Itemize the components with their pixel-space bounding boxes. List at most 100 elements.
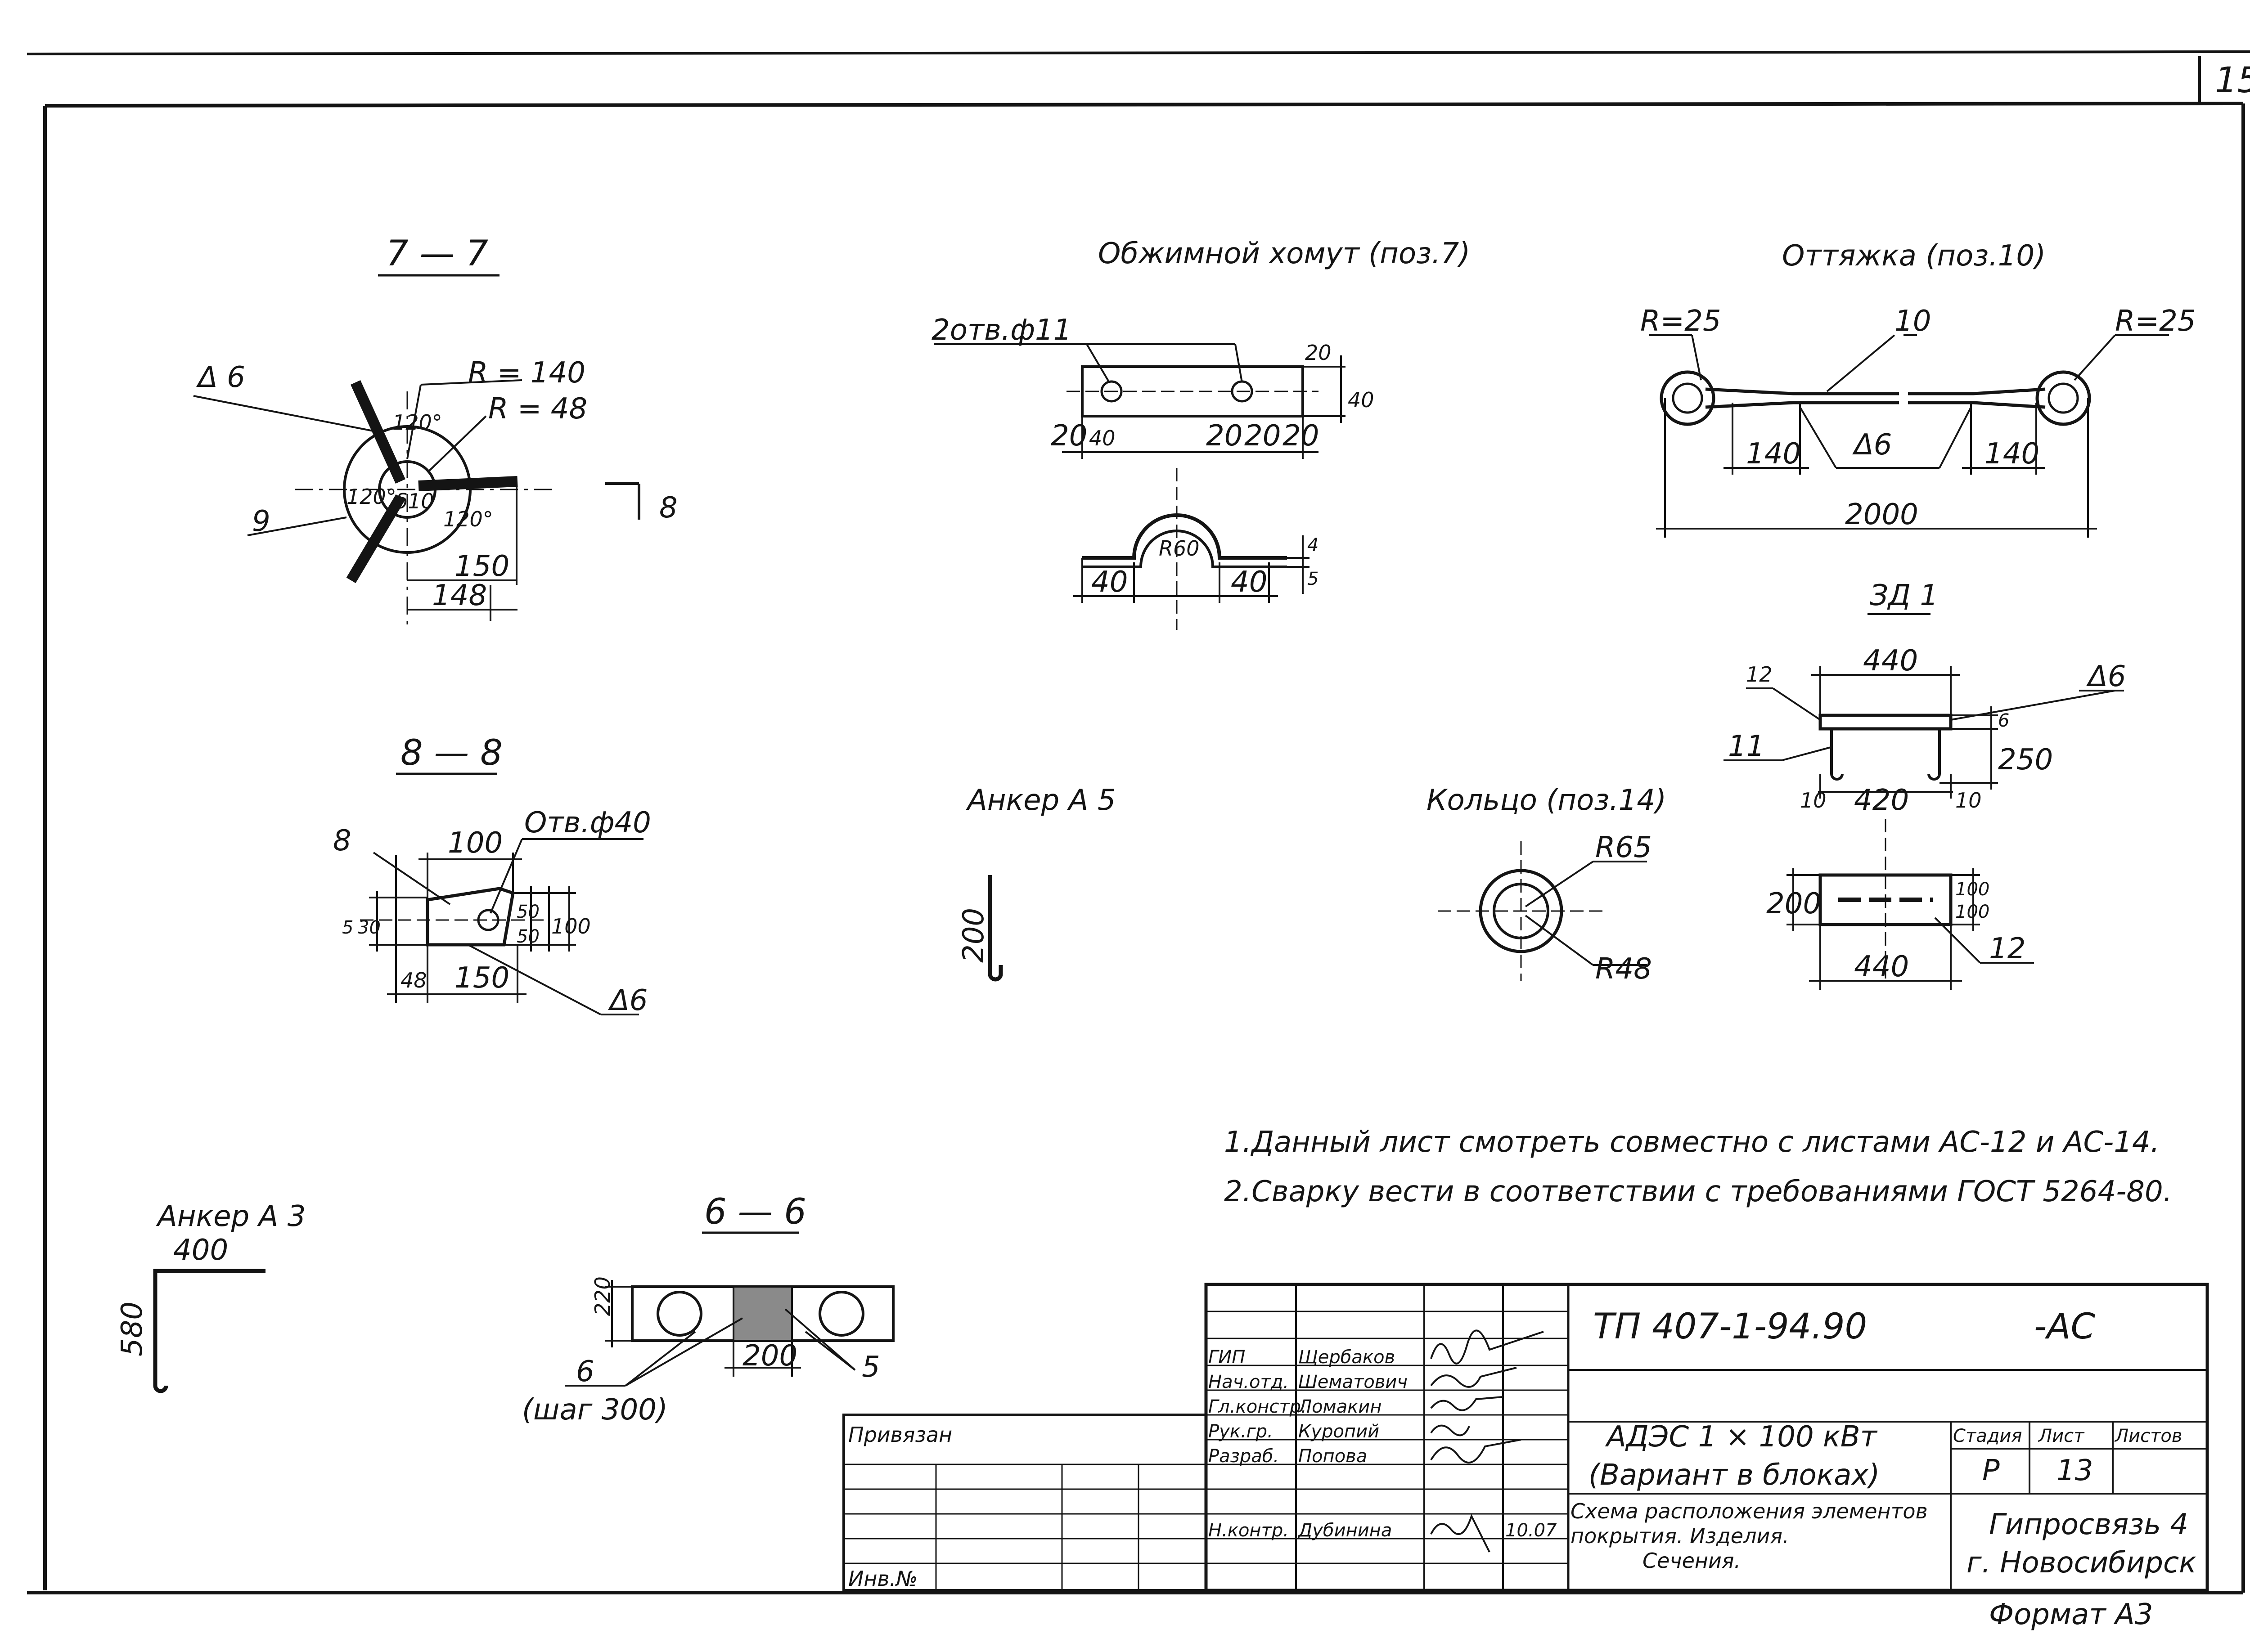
s88-dim-150: 150: [454, 961, 509, 995]
s66-position-5-label: 5: [862, 1351, 880, 1384]
general-notes: 1.Данный лист смотреть совместно с листа…: [1224, 1126, 2172, 1208]
title-block-inventory-label: Инв.№: [848, 1567, 918, 1591]
s77-thickness-label: Δ 6: [196, 361, 245, 394]
ring-radius-65: R65: [1595, 831, 1652, 864]
anchor-a3-view: Анкер А 3 400 580: [116, 1200, 306, 1393]
s77-angle-label-left: 120°: [346, 485, 396, 509]
title-block: ТП 407-1-94.90 -АС Привязан Инв.№ ГИП Ще…: [842, 1283, 2209, 1592]
s77-wall-label: δ10: [395, 489, 434, 513]
signer-role-5: Разраб.: [1208, 1446, 1279, 1467]
clamp-dim-20-top: 20: [1305, 341, 1332, 365]
zd1-dim-250: 250: [1998, 743, 2053, 777]
sheet-header: Лист: [2038, 1426, 2085, 1446]
section-6-6-title: 6 — 6: [704, 1192, 806, 1232]
signer-name-2: Шематович: [1298, 1372, 1408, 1392]
zd1-view: ЗД 1 12 440 Δ6 11 6 250 10 420 10: [1724, 579, 2126, 990]
clamp-dim-40-side: 40: [1348, 388, 1374, 412]
zd1-dim-440-top: 440: [1863, 644, 1918, 678]
clamp-dim-4: 4: [1307, 535, 1318, 556]
signer-name-5: Попова: [1298, 1446, 1367, 1467]
s88-dim-30: 30: [358, 917, 381, 938]
clamp-radius-label: R60: [1159, 536, 1200, 561]
anchor-a3-dim-580: 580: [116, 1302, 149, 1356]
clamp-dim-20-b: 20: [1244, 419, 1281, 453]
s77-angle-label-right: 120°: [443, 507, 493, 531]
sheet-frame: [27, 50, 2250, 1594]
clamp-dim-20-c: 20: [1282, 419, 1319, 453]
ring-view: Кольцо (поз.14) R65 R48: [1426, 784, 1666, 986]
guy-position-10-label: 10: [1894, 305, 1931, 338]
zd1-position-12-bottom: 12: [1989, 932, 2025, 965]
signer-name-3: Ломакин: [1297, 1396, 1382, 1417]
stage-value: Р: [1982, 1454, 2000, 1487]
section-7-7-title: 7 — 7: [386, 233, 488, 274]
sheet-format-label: Формат А3: [1989, 1598, 2153, 1631]
zd1-position-11-label: 11: [1728, 730, 1764, 763]
section-8-8-title: 8 — 8: [400, 733, 503, 773]
guy-wire-view: Оттяжка (поз.10) R=25 R=25 10 140 140 Δ6…: [1640, 239, 2196, 538]
s88-position-8-label: 8: [333, 824, 351, 857]
sheet-name-line-3: Сечения.: [1642, 1549, 1741, 1573]
zd1-dim-420: 420: [1854, 784, 1909, 817]
anchor-a3-title: Анкер А 3: [156, 1200, 306, 1233]
zd1-dim-100-lower: 100: [1955, 902, 1989, 922]
signer-role-1: ГИП: [1208, 1347, 1245, 1368]
guy-dim-140-right: 140: [1984, 437, 2039, 471]
section-7-7: 7 — 7 Δ 6 R = 140 R = 48 120° 120° 120° …: [193, 233, 678, 630]
signer-role-2: Нач.отд.: [1208, 1372, 1289, 1392]
s88-dim-48: 48: [400, 968, 427, 992]
s66-position-6-label: 6: [576, 1355, 594, 1388]
s66-dim-200: 200: [742, 1339, 797, 1373]
s88-dim-50-b: 50: [517, 926, 540, 947]
s88-thickness-label: Δ6: [608, 984, 648, 1017]
anchor-a5-dim-200: 200: [957, 908, 990, 963]
title-block-document-code: ТП 407-1-94.90: [1593, 1306, 1867, 1347]
corner-sheet-number: 15: [2215, 60, 2250, 101]
note-2: 2.Сварку вести в соответствии с требован…: [1224, 1175, 2172, 1208]
clamp-holes-label: 2отв.ф11: [932, 314, 1071, 347]
guy-wire-title: Оттяжка (поз.10): [1782, 239, 2046, 273]
s77-position-9-label: 9: [252, 505, 270, 538]
cut-mark-8-label: 8: [659, 491, 678, 525]
signer-name-6: Дубинина: [1297, 1520, 1392, 1541]
zd1-dim-6: 6: [1998, 710, 2009, 731]
clamp-dim-40-mid: 40: [1089, 426, 1116, 450]
zd1-thickness-label: Δ6: [2086, 660, 2126, 693]
s88-dim-100-right: 100: [551, 914, 591, 938]
s77-dim-150: 150: [454, 550, 509, 583]
signer-name-1: Щербаков: [1298, 1347, 1395, 1368]
s88-dim-100-top: 100: [448, 826, 503, 860]
guy-dim-140-left: 140: [1746, 437, 1801, 471]
anchor-a5-view: Анкер А 5 200: [957, 784, 1116, 982]
ring-radius-48: R48: [1595, 952, 1652, 986]
ring-title: Кольцо (поз.14): [1426, 784, 1666, 817]
signer-role-6: Н.контр.: [1208, 1520, 1289, 1541]
guy-dim-2000: 2000: [1845, 498, 1918, 531]
project-title-line-1: АДЭС 1 × 100 кВт: [1605, 1420, 1878, 1454]
anchor-a3-dim-400: 400: [173, 1234, 228, 1267]
s88-dim-50-a: 50: [517, 902, 540, 922]
clamp-dim-5: 5: [1307, 569, 1318, 589]
zd1-title: ЗД 1: [1870, 579, 1938, 612]
s88-hole-label: Отв.ф40: [524, 806, 651, 839]
zd1-dim-100-upper: 100: [1955, 879, 1989, 900]
clamp-view: Обжимной хомут (поз.7) 2отв.ф11 20 40 20…: [932, 237, 1470, 630]
handwritten-signatures: [1430, 1329, 1544, 1553]
zd1-dim-440-bottom: 440: [1854, 950, 1909, 983]
s77-dim-148: 148: [432, 579, 487, 612]
zd1-position-12-top: 12: [1746, 662, 1773, 687]
signer-name-4: Куропий: [1298, 1421, 1379, 1442]
signer-role-4: Рук.гр.: [1208, 1421, 1273, 1442]
clamp-dim-20-left: 20: [1051, 419, 1087, 453]
project-title-line-2: (Вариант в блоках): [1588, 1459, 1880, 1492]
signer-role-3: Гл.констр.: [1208, 1396, 1307, 1417]
clamp-dim-40-left: 40: [1091, 566, 1128, 599]
guy-radius-right: R=25: [2115, 305, 2196, 338]
guy-thickness-label: Δ6: [1852, 428, 1892, 462]
organization-line-1: Гипросвязь 4: [1989, 1508, 2188, 1541]
anchor-a5-title: Анкер А 5: [966, 784, 1116, 817]
sheet-name-line-1: Схема расположения элементов: [1570, 1499, 1928, 1523]
sheet-number-value: 13: [2056, 1454, 2093, 1487]
clamp-dim-20-a: 20: [1206, 419, 1242, 453]
title-block-privyazan-label: Привязан: [848, 1423, 952, 1447]
